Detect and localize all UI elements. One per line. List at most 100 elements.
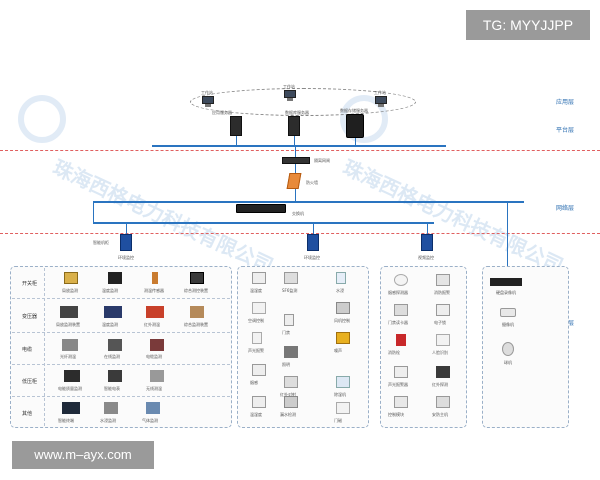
device-label: 电子锁 xyxy=(434,320,446,325)
device-label: 硬盘录像机 xyxy=(496,290,516,295)
device-label: 水浸 xyxy=(336,288,344,293)
sec-smoke-detector-icon xyxy=(394,274,408,286)
device-label: 气体监测 xyxy=(142,418,158,423)
video-nvr-icon xyxy=(490,278,522,286)
network-switch xyxy=(236,204,286,213)
platform-bus xyxy=(152,145,446,147)
device-infrared-icon xyxy=(146,306,164,318)
video-dome-camera-icon xyxy=(502,342,514,356)
device-gas-monitor-icon xyxy=(146,402,160,414)
device-label: 电能质量监测 xyxy=(58,386,82,391)
env-infrared-icon xyxy=(284,376,298,388)
device-label: 声光报警 xyxy=(248,348,264,353)
sec-host-icon xyxy=(436,396,450,408)
device-fiber-temp-icon xyxy=(62,339,78,351)
device-label: 除湿机 xyxy=(334,392,346,397)
sec-fire-alarm-icon xyxy=(436,274,450,286)
device-label: 红外对射 xyxy=(280,392,296,397)
device-label: 摄像机 xyxy=(502,322,514,327)
device-label: 综合测控装置 xyxy=(184,288,208,293)
device-label: 控制模块 xyxy=(388,412,404,417)
env-door-magnet-icon xyxy=(336,402,350,414)
device-label: 人脸识别 xyxy=(432,350,448,355)
sec-card-reader-icon xyxy=(394,304,408,316)
workstation-3-label: 工作站 xyxy=(374,90,386,95)
device-label: 智能终端 xyxy=(58,418,74,423)
device-label: 温湿度 xyxy=(250,288,262,293)
env-dehumidifier-icon xyxy=(336,376,350,388)
device-cable-monitor-icon xyxy=(150,339,164,351)
cabinet-3-label: 视频监控 xyxy=(418,255,434,260)
device-label: 风机控制 xyxy=(334,318,350,323)
sec-lock-icon xyxy=(436,304,450,316)
device-label: 红外测温 xyxy=(144,322,160,327)
network-bus-bottom xyxy=(93,222,434,224)
application-ring xyxy=(190,88,416,116)
device-water-leak-icon xyxy=(104,402,118,414)
device-label: 烟感 xyxy=(250,380,258,385)
device-label: 球机 xyxy=(504,360,512,365)
platform-bus-drop-1 xyxy=(236,136,237,146)
sec-face-recognition-icon xyxy=(436,334,450,346)
sec-alarm-icon xyxy=(394,366,408,378)
device-transformer-temp-icon xyxy=(104,306,122,318)
device-label: 水浸监测 xyxy=(100,418,116,423)
env-aircon-icon xyxy=(252,302,266,314)
device-label: 光纤测温 xyxy=(60,354,76,359)
panel1-row-name-transformer: 变压器 xyxy=(22,314,38,320)
sec-hydrant-icon xyxy=(396,334,406,346)
env-water-icon xyxy=(336,272,346,284)
workstation-2-label: 工作站 xyxy=(283,84,295,89)
device-label: 测温传感器 xyxy=(144,288,164,293)
env-alarm-icon xyxy=(252,332,262,344)
panel1-column-separator xyxy=(44,268,45,426)
device-label: 在线监测 xyxy=(104,354,120,359)
panel-video xyxy=(482,266,569,428)
platform-bus-drop-2 xyxy=(294,136,295,146)
server-application xyxy=(230,116,242,136)
device-controller-icon xyxy=(190,272,204,284)
layer-divider-application xyxy=(0,150,600,151)
layer-label-platform: 平台层 xyxy=(555,127,574,134)
device-wireless-temp-icon xyxy=(150,370,164,382)
cabinet-drop-2 xyxy=(313,223,314,235)
device-label: 消防栓 xyxy=(388,350,400,355)
cabinet-1-label-top: 智能机柜 xyxy=(93,240,109,245)
network-switch-label: 交换机 xyxy=(292,211,304,216)
workstation-3 xyxy=(374,96,388,108)
device-sensor-icon xyxy=(152,272,158,284)
panel1-row-name-other: 其他 xyxy=(22,411,33,417)
env-light-icon xyxy=(284,346,298,358)
cabinet-drop-3 xyxy=(427,223,428,235)
sec-infrared-icon xyxy=(436,366,450,378)
device-label: 声光报警器 xyxy=(388,382,408,387)
company-watermark-right: 珠海西格电力科技有限公司 xyxy=(339,154,567,279)
panel1-row-separator-2 xyxy=(12,332,230,333)
device-online-monitor-icon xyxy=(108,339,122,351)
device-label: 温湿度 xyxy=(250,412,262,417)
url-badge: www.m–ayx.com xyxy=(12,441,154,469)
device-label: 智能电表 xyxy=(104,386,120,391)
device-label: 门禁读卡器 xyxy=(388,320,408,325)
device-label: 综合监测装置 xyxy=(184,322,208,327)
firewall-label: 防火墙 xyxy=(306,180,318,185)
env-smoke-icon xyxy=(252,364,266,376)
device-label: 温度监测 xyxy=(102,288,118,293)
server-database xyxy=(288,116,300,136)
device-terminal-icon xyxy=(62,402,80,414)
cabinet-1-label: 环境监控 xyxy=(118,255,134,260)
network-bus-right-riser xyxy=(507,201,508,266)
panel1-row-name-low-voltage: 低压柜 xyxy=(22,379,38,385)
device-label: 空调控制 xyxy=(248,318,264,323)
video-camera-icon xyxy=(500,308,516,317)
network-bus-top xyxy=(93,201,524,203)
device-label: 烟感探测器 xyxy=(388,290,408,295)
device-label: 门磁 xyxy=(334,418,342,423)
device-partial-discharge-icon xyxy=(64,272,78,284)
device-monitor-unit-icon xyxy=(190,306,204,318)
env-fan-icon xyxy=(336,302,350,314)
device-label: 门禁 xyxy=(282,330,290,335)
env-temp-humidity-2-icon xyxy=(252,396,266,408)
env-door-icon xyxy=(284,314,294,326)
